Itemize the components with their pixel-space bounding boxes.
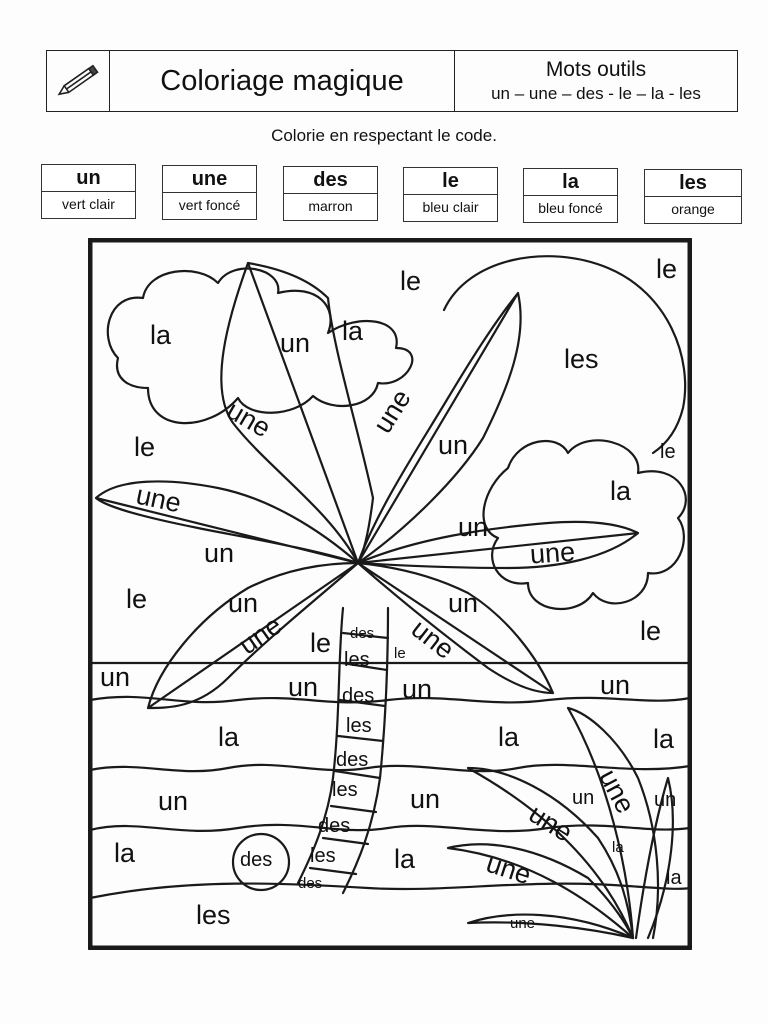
plant-leaf-3 — [446, 843, 635, 940]
legend-une: une vert foncé — [162, 165, 257, 220]
word-sky-le: le — [640, 616, 662, 646]
legend-le: le bleu clair — [403, 167, 498, 222]
word-trunk-des: des — [342, 685, 375, 707]
word-trunk-des: des — [318, 815, 351, 837]
leaf-bottom-left — [146, 561, 360, 710]
picture-frame — [88, 238, 692, 950]
word-sky-le: le — [660, 441, 676, 463]
word-cloud-la: la — [342, 316, 364, 346]
legend-color-name: vert foncé — [178, 197, 241, 213]
legend-word: les — [645, 170, 741, 197]
word-sea-un: un — [402, 674, 433, 704]
sea-line-4 — [88, 823, 692, 833]
page-title: Coloriage magique — [110, 51, 455, 111]
word-leaf-un: un — [458, 512, 489, 542]
leaf-left — [94, 480, 360, 565]
legend-color-name: vert clair — [62, 196, 115, 212]
word-leaf-une: une — [528, 536, 577, 570]
word-coconut-des: des — [240, 849, 273, 871]
word-sun-les: les — [564, 344, 599, 374]
cloud-right — [482, 439, 687, 611]
legend-color-name: bleu clair — [422, 199, 479, 215]
word-plant-la: la — [612, 839, 624, 856]
worksheet-header: Coloriage magique Mots outils un – une –… — [46, 50, 738, 112]
sea-line-3 — [88, 763, 692, 773]
word-sea-la: la — [394, 844, 416, 874]
legend-word: des — [284, 167, 377, 194]
cloud-left — [106, 267, 414, 425]
word-plant-un: un — [654, 789, 677, 811]
word-sea-la: la — [498, 722, 520, 752]
word-trunk-les: les — [332, 779, 358, 801]
word-coconut-des: des — [298, 875, 323, 892]
picture-outline — [88, 238, 692, 950]
instruction: Colorie en respectant le code. — [271, 126, 497, 145]
leaf-bottom-right — [356, 561, 555, 695]
sun-shape — [442, 255, 687, 455]
legend-word: une — [163, 166, 256, 193]
word-sky-le: le — [310, 628, 332, 658]
word-leaf-un: un — [288, 672, 319, 702]
word-leaf-un: un — [228, 588, 259, 618]
legend-des: des marron — [283, 166, 378, 221]
legend-color-name: orange — [671, 201, 715, 217]
word-trunk-les: les — [346, 715, 372, 737]
tool-words-cell: Mots outils un – une – des - le – la - l… — [455, 51, 737, 111]
plant-leaf-1 — [566, 706, 660, 940]
tool-words-list: un – une – des - le – la - les — [491, 84, 701, 103]
word-sand-les: les — [196, 900, 231, 930]
legend-les: les orange — [644, 169, 742, 224]
word-sky-le: le — [400, 266, 422, 296]
legend-word: le — [404, 168, 497, 195]
word-trunk-les: les — [310, 845, 336, 867]
pencil-icon — [57, 64, 99, 96]
word-sea-un: un — [410, 784, 441, 814]
word-trunk-les: les — [344, 649, 370, 671]
plant-leaf-2 — [466, 766, 635, 940]
leaf-right — [356, 520, 640, 570]
legend-color-name: bleu foncé — [538, 200, 603, 216]
word-plant-une: une — [510, 915, 536, 932]
legend-un: un vert clair — [41, 164, 136, 219]
word-sky-le: le — [126, 584, 148, 614]
word-plant-un: un — [572, 787, 595, 809]
coloring-picture: le le les le le le le le le la la la un … — [88, 238, 692, 950]
word-trunk-des: des — [336, 749, 369, 771]
trunk-left — [296, 606, 345, 885]
plant-leaf-4 — [466, 913, 635, 940]
word-sea-la: la — [653, 724, 675, 754]
tool-words-title: Mots outils — [545, 58, 647, 81]
word-sea-un: un — [100, 662, 131, 692]
word-leaf-un: un — [204, 538, 235, 568]
sand-line — [88, 882, 692, 900]
legend-color-name: marron — [308, 198, 353, 214]
word-sea-un: un — [600, 670, 631, 700]
leaf-top-right — [356, 291, 522, 565]
plant-leaf-5 — [634, 776, 674, 940]
word-leaf-un: un — [280, 328, 311, 358]
pencil-cell — [47, 51, 110, 111]
word-sky-le: le — [134, 432, 156, 462]
word-sky-le: le — [394, 645, 406, 662]
legend-la: la bleu foncé — [523, 168, 618, 223]
leaf-top-left — [220, 261, 375, 565]
word-sky-le: le — [656, 254, 678, 284]
legend-word: la — [524, 169, 617, 196]
word-leaf-un: un — [448, 588, 479, 618]
word-sea-un: un — [158, 786, 189, 816]
word-leaf-un: un — [438, 430, 469, 460]
word-plant-la: la — [666, 867, 682, 889]
word-trunk-des: des — [350, 625, 375, 642]
word-cloud-la: la — [150, 320, 172, 350]
word-sea-la: la — [218, 722, 240, 752]
coconut — [231, 832, 291, 892]
word-cloud-la: la — [610, 476, 632, 506]
word-sea-la: la — [114, 838, 136, 868]
legend-word: un — [42, 165, 135, 192]
